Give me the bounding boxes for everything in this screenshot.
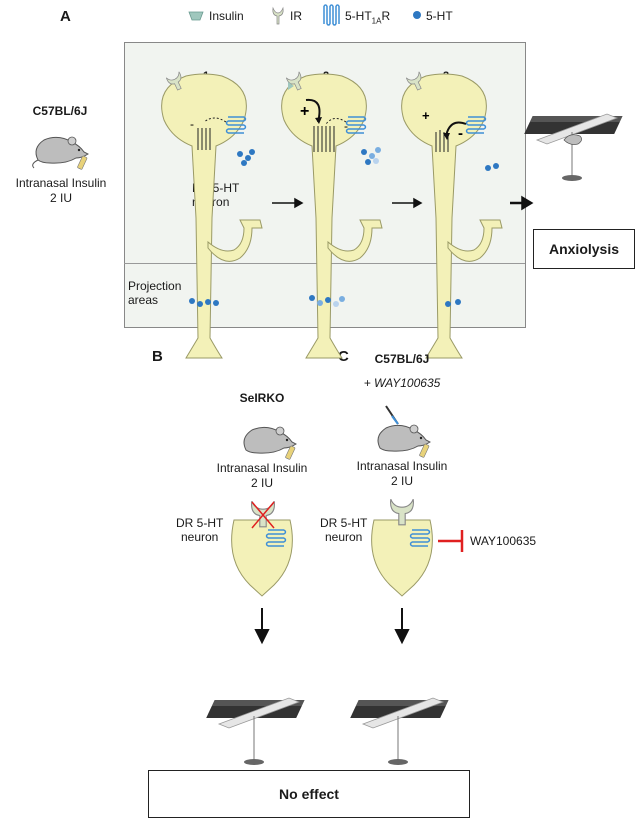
svg-text:+: + xyxy=(300,103,309,120)
step-arrows xyxy=(272,195,534,211)
svg-text:-: - xyxy=(458,125,463,142)
neuron-step-2: + - xyxy=(281,71,383,359)
mouse-c xyxy=(377,405,431,458)
panel-c-strain: C57BL/6J xyxy=(374,352,430,366)
panel-b-letter: B xyxy=(152,348,163,365)
panel-c-neuron-label: DR 5-HT neuron xyxy=(320,516,367,544)
neuron-c xyxy=(371,498,464,597)
down-arrows xyxy=(254,608,410,645)
svg-text:+: + xyxy=(422,108,430,123)
panel-b-dose: 2 IU xyxy=(250,476,273,490)
neuron-step-3: + - xyxy=(401,71,503,359)
neuron-c-line2: neuron xyxy=(324,530,363,544)
mouse-b xyxy=(243,426,297,460)
panel-c-dose: 2 IU xyxy=(390,474,413,488)
panel-a-strain: C57BL/6J xyxy=(32,104,88,118)
svg-text:-: - xyxy=(190,117,194,131)
projection-line2: areas xyxy=(128,293,159,307)
receptor-sub: 1A xyxy=(371,16,382,26)
receptor-suffix: R xyxy=(381,9,391,23)
panel-b-treatment: Intranasal Insulin xyxy=(216,461,308,475)
panel-a-treatment: Intranasal Insulin xyxy=(15,176,107,190)
receptor-prefix: 5-HT xyxy=(345,9,372,23)
svg-text:-: - xyxy=(344,119,348,133)
panel-a-letter: A xyxy=(60,8,71,25)
panel-b-neuron-label: DR 5-HT neuron xyxy=(176,516,223,544)
antagonist-label: WAY100635 xyxy=(470,534,537,548)
legend: Insulin IR 5-HT1AR 5-HT xyxy=(0,0,641,30)
neuron-b xyxy=(231,500,293,597)
legend-ir: IR xyxy=(290,9,302,23)
plus-maze-c xyxy=(349,697,450,766)
projection-line1: Projection xyxy=(128,279,182,293)
legend-receptor: 5-HT1AR xyxy=(345,9,390,25)
neuron-b-line2: neuron xyxy=(180,530,219,544)
panel-c-cotreatment: + WAY100635 xyxy=(363,376,441,390)
neuron-b-line1: DR 5-HT xyxy=(176,516,224,530)
panel-c-treatment: Intranasal Insulin xyxy=(356,459,448,473)
neuron-c-line1: DR 5-HT xyxy=(320,516,368,530)
panel-c-letter: C xyxy=(338,348,349,365)
legend-insulin: Insulin xyxy=(209,9,244,23)
ir-icon xyxy=(272,6,284,25)
panel-a-dose: 2 IU xyxy=(49,191,72,205)
projection-areas-label: Projection areas xyxy=(128,279,181,307)
receptor-icon xyxy=(323,4,340,26)
mouse-icon xyxy=(32,136,89,170)
no-effect-box: No effect xyxy=(148,770,470,818)
serotonin-icon xyxy=(413,11,421,19)
plus-maze-a xyxy=(523,113,624,182)
neuron-step-1: - xyxy=(161,71,263,359)
insulin-icon xyxy=(188,11,204,21)
plus-maze-b xyxy=(205,697,306,766)
anxiolysis-box: Anxiolysis xyxy=(533,229,635,269)
panel-b-strain: SeIRKO xyxy=(239,391,285,405)
legend-serotonin: 5-HT xyxy=(426,9,453,23)
